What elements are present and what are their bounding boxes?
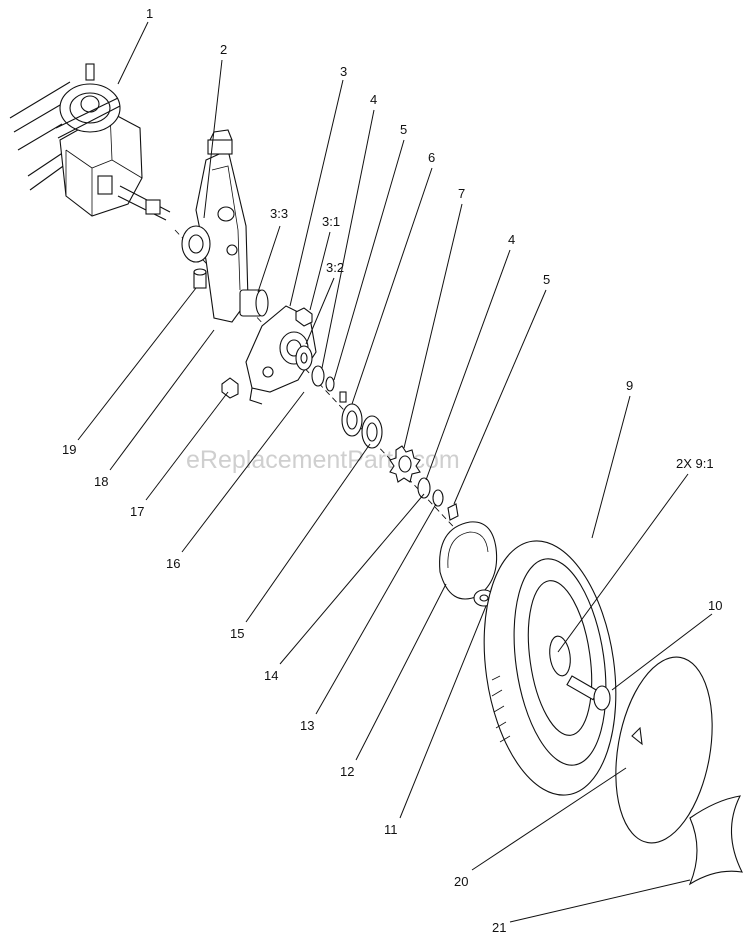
- callout-19: 19: [62, 442, 76, 457]
- callout-21: 21: [492, 920, 506, 935]
- part-13-washer: [432, 489, 444, 507]
- part-4-washer: [311, 365, 325, 387]
- callout-14: 14: [264, 668, 278, 683]
- callout-10: 10: [708, 598, 722, 613]
- callout-2x-9-1: 2X 9:1: [676, 456, 714, 471]
- part-3-1-nut: [295, 307, 313, 327]
- callout-6: 6: [428, 150, 435, 165]
- part-14-washer: [417, 477, 431, 499]
- callout-20: 20: [454, 874, 468, 889]
- callout-5a: 5: [400, 122, 407, 137]
- part-20-hubcap: [615, 656, 713, 844]
- part-2-adjuster-bracket: [181, 129, 249, 323]
- callout-9: 9: [626, 378, 633, 393]
- callout-1: 1: [146, 6, 153, 21]
- callout-11: 11: [384, 822, 398, 837]
- part-1-transmission: [9, 63, 171, 221]
- leader-lines: [77, 21, 713, 923]
- callout-16: 16: [166, 556, 180, 571]
- callout-4b: 4: [508, 232, 515, 247]
- callout-12: 12: [340, 764, 354, 779]
- callout-15: 15: [230, 626, 244, 641]
- part-15-bearing: [361, 415, 383, 449]
- part-17-nut: [221, 377, 239, 399]
- callout-4a: 4: [370, 92, 377, 107]
- callout-2: 2: [220, 42, 227, 57]
- part-3-3-bushing: [239, 289, 269, 317]
- callout-18: 18: [94, 474, 108, 489]
- callout-7: 7: [458, 186, 465, 201]
- callout-3-1: 3:1: [322, 214, 340, 229]
- part-4-small-washer: [339, 391, 347, 403]
- callout-3-2: 3:2: [326, 260, 344, 275]
- callout-3-3: 3:3: [270, 206, 288, 221]
- part-6-bearing: [341, 403, 363, 437]
- part-5-clip-outer: [447, 503, 459, 521]
- part-5-clip: [325, 376, 335, 392]
- part-3-2-spacer: [295, 345, 313, 371]
- callout-3: 3: [340, 64, 347, 79]
- part-9-wheel: [483, 540, 617, 796]
- part-19-bolt: [193, 268, 207, 289]
- part-11-axle-bolt: [566, 675, 611, 711]
- callout-13: 13: [300, 718, 314, 733]
- callout-labels: 1 2 3 3:3 3:1 3:2 4 5 6 7 4 5 9 2X 9:1 1…: [62, 6, 722, 935]
- callout-5b: 5: [543, 272, 550, 287]
- part-21-decal: [688, 795, 743, 886]
- callout-17: 17: [130, 504, 144, 519]
- part-12-drive-cup: [439, 521, 498, 607]
- part-7-gear: [389, 445, 421, 483]
